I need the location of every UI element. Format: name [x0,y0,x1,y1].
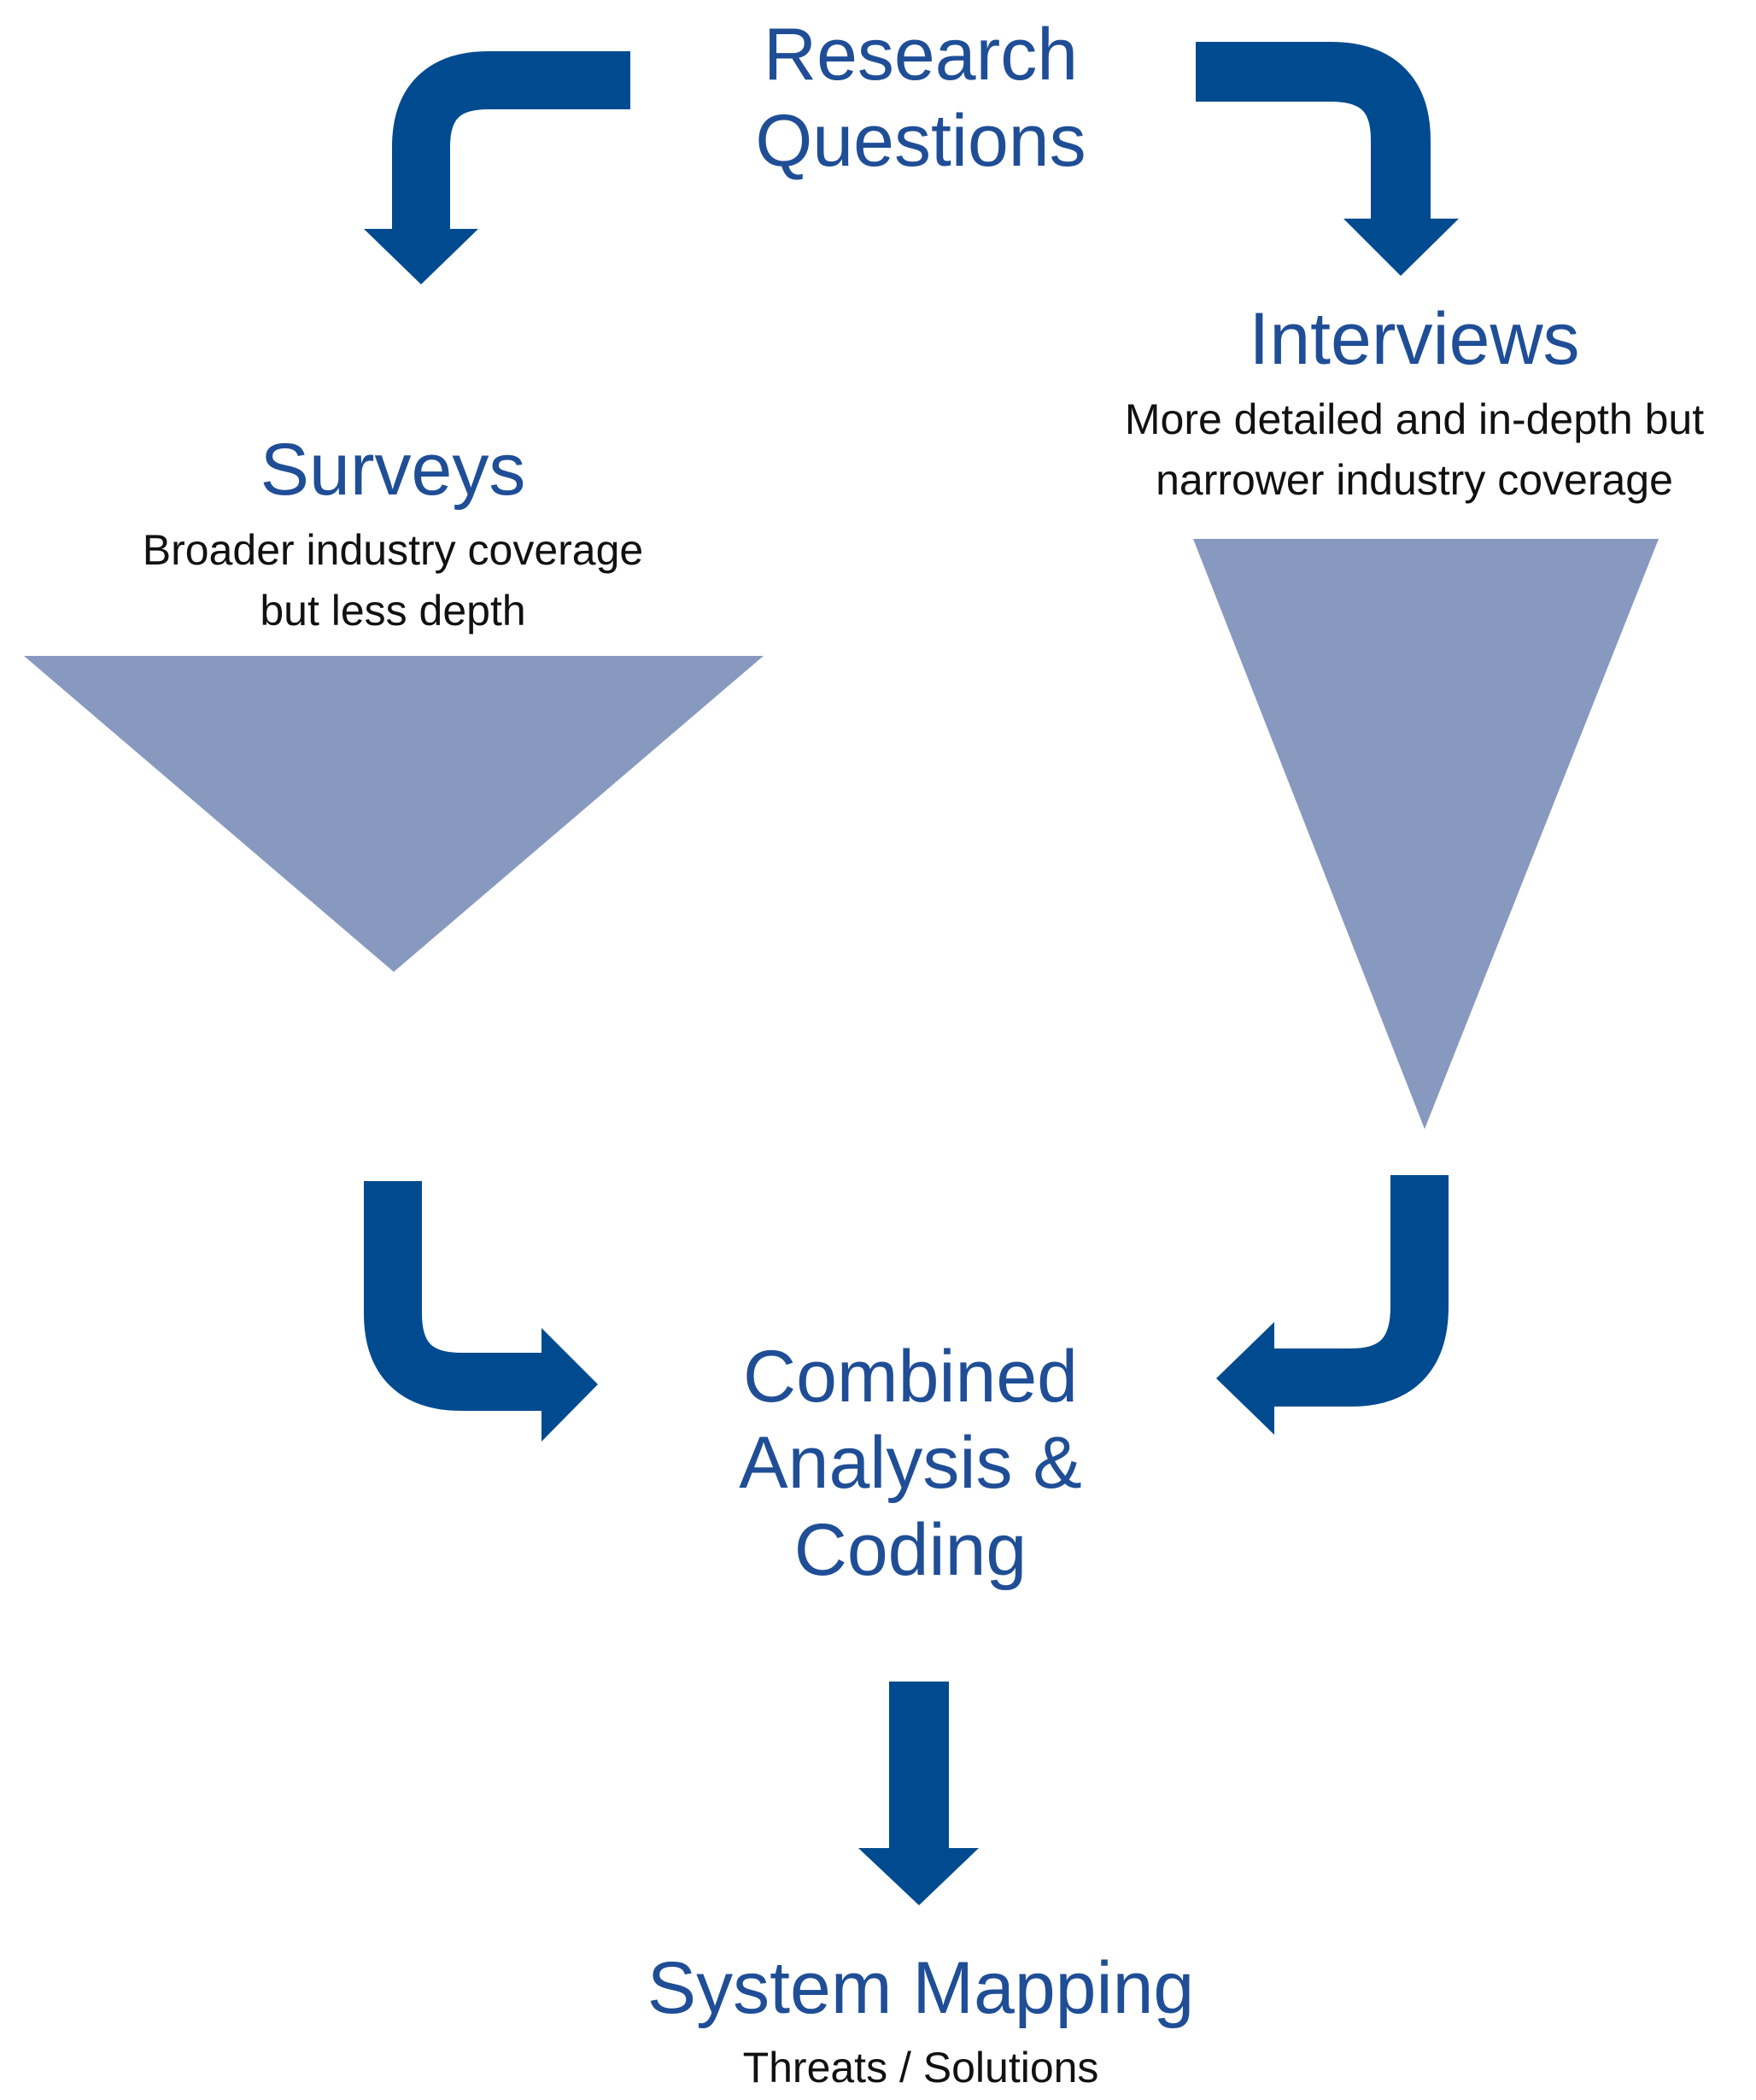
system-mapping-subtitle: Threats / Solutions [742,2044,1099,2091]
arrow-research-to-interviews-shaft [1196,42,1431,222]
arrow-interviews-to-combined-head [1216,1322,1274,1435]
arrow-surveys-to-combined [364,1181,598,1442]
interviews-description: More detailed and in-depth but narrower … [1056,389,1756,511]
research-questions-line2: Questions [755,100,1086,183]
arrow-combined-to-system-head [858,1848,979,1905]
research-questions-label: Research Questions [664,12,1177,185]
interviews-funnel [1193,539,1659,1129]
arrow-surveys-to-combined-shaft [364,1181,547,1411]
combined-analysis-line3: Coding [793,1508,1027,1591]
combined-analysis-label: Combined Analysis & Coding [654,1334,1167,1594]
arrow-interviews-to-combined [1216,1175,1449,1435]
combined-analysis-line2: Analysis & [739,1422,1082,1505]
interviews-title: Interviews [1249,298,1580,380]
arrow-research-to-interviews-head [1343,219,1459,276]
arrow-research-to-interviews [1196,42,1459,276]
arrow-combined-to-system-shaft [889,1682,949,1852]
combined-analysis-line1: Combined [743,1336,1078,1418]
arrow-research-to-surveys [364,50,630,284]
interviews-description-line1: More detailed and in-depth but [1124,395,1705,443]
surveys-description: Broader industry coverage but less depth [77,520,709,641]
arrow-interviews-to-combined-shaft [1271,1175,1449,1407]
interviews-description-line2: narrower industry coverage [1156,456,1673,504]
surveys-description-line1: Broader industry coverage [142,526,644,574]
surveys-description-line2: but less depth [260,587,526,635]
arrow-research-to-surveys-head [364,229,478,284]
arrow-research-to-surveys-shaft [392,50,630,232]
arrow-combined-to-system [858,1682,979,1905]
arrow-surveys-to-combined-head [541,1328,598,1442]
system-mapping-title: System Mapping [647,1947,1195,2029]
research-questions-line1: Research [763,14,1079,96]
surveys-funnel [24,656,764,972]
surveys-title: Surveys [260,429,526,511]
